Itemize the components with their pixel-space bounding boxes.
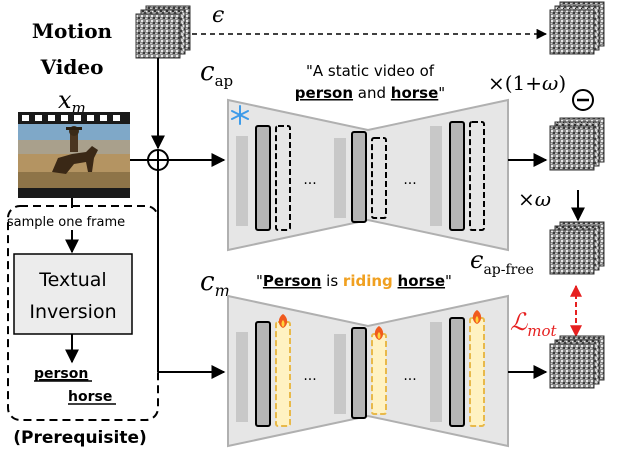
textual-inversion-label-line1: Textual xyxy=(38,269,106,291)
motion-video-thumbnail xyxy=(18,112,130,198)
textual-inversion-label-line2: Inversion xyxy=(29,301,116,323)
top-condition-label: cap xyxy=(200,57,233,90)
noise-stack-top-right xyxy=(549,1,605,55)
top-ellipsis-left: ... xyxy=(303,172,316,188)
noise-stack-input xyxy=(135,5,191,59)
motion-loss-label: ℒmot xyxy=(510,308,558,340)
learned-token-person: person xyxy=(34,366,88,382)
motion-video-title-line1: Motion xyxy=(32,19,113,43)
noise-stack-middle xyxy=(549,117,605,171)
bottom-ellipsis-left: ... xyxy=(303,368,316,384)
fire-icon xyxy=(278,310,482,340)
add-node-icon xyxy=(147,149,169,171)
noise-stack-bottom xyxy=(549,335,605,389)
top-unet-blocks xyxy=(236,121,485,231)
bottom-prompt: "Person is riding horse" xyxy=(256,272,452,290)
scale-one-plus-omega: ×(1+ω) xyxy=(488,71,566,95)
bottom-ellipsis-right: ... xyxy=(403,368,416,384)
top-ellipsis-right: ... xyxy=(403,172,416,188)
epsilon-label: ϵ xyxy=(212,3,224,28)
bottom-condition-label: cm xyxy=(200,267,230,300)
prerequisite-label: (Prerequisite) xyxy=(13,428,147,448)
noise-stack-apfree xyxy=(549,221,605,275)
sample-one-frame-label: sample one frame xyxy=(7,215,125,230)
snowflake-icon xyxy=(231,105,249,125)
textual-inversion-box xyxy=(13,253,133,335)
motion-video-title-line2: Video xyxy=(40,55,104,79)
epsilon-ap-free-label: ϵap-free xyxy=(470,246,534,278)
top-prompt-line2: person and horse" xyxy=(295,84,445,102)
learned-token-horse: horse xyxy=(68,389,112,405)
minus-operator-icon xyxy=(572,89,594,111)
bottom-unet-blocks xyxy=(236,317,485,427)
top-prompt-line1: "A static video of xyxy=(306,62,435,80)
scale-omega: ×ω xyxy=(518,187,551,211)
